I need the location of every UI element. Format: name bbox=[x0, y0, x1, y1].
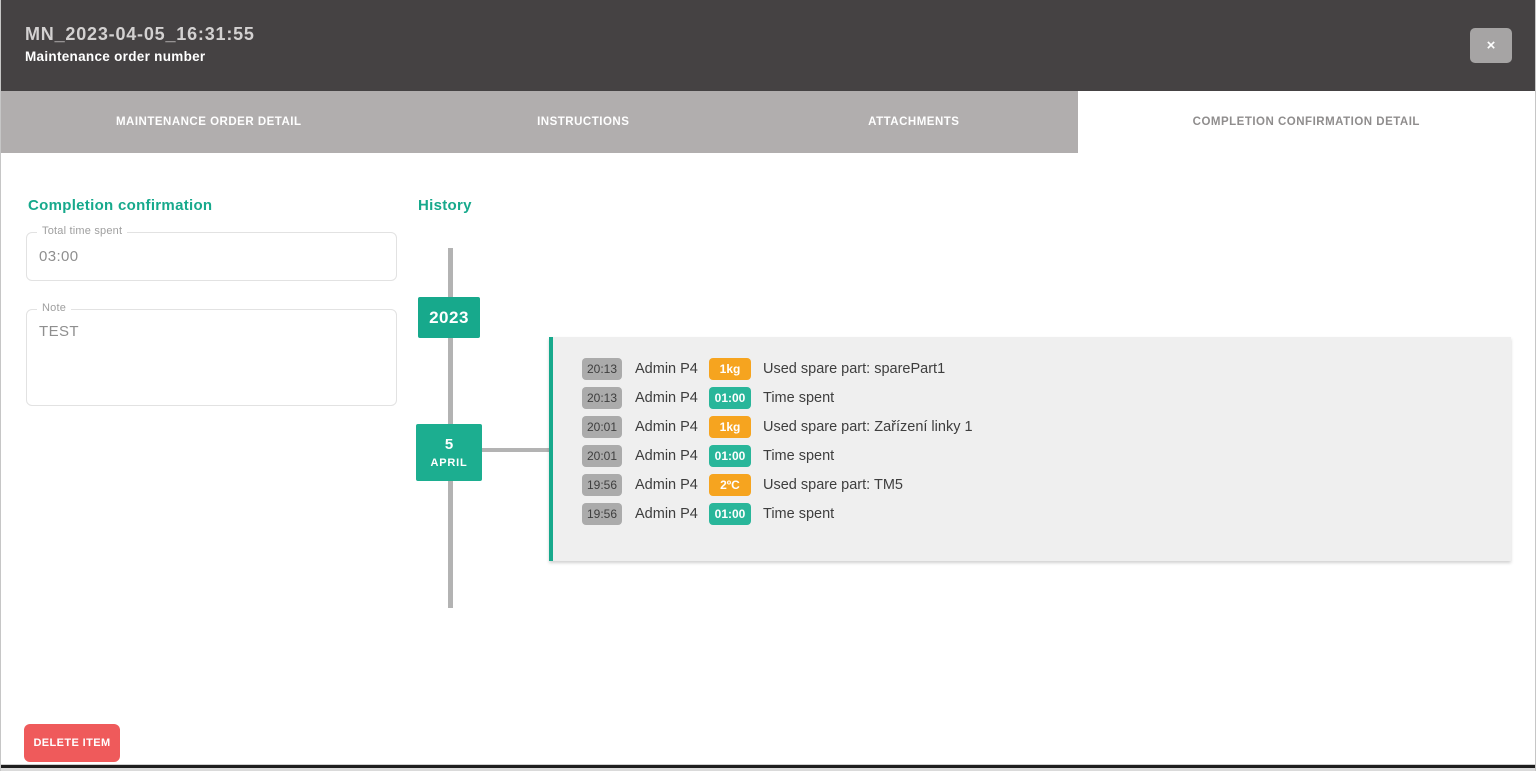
event-time-chip: 20:01 bbox=[582, 415, 622, 438]
delete-item-button[interactable]: DELETE ITEM bbox=[24, 724, 120, 762]
event-user: Admin P4 bbox=[635, 389, 698, 406]
tab-bar: MAINTENANCE ORDER DETAIL INSTRUCTIONS AT… bbox=[1, 91, 1535, 153]
event-description: Time spent bbox=[763, 447, 835, 464]
timeline-year-badge: 2023 bbox=[418, 297, 480, 338]
timeline-month: APRIL bbox=[430, 457, 468, 469]
total-time-spent-field[interactable]: Total time spent 03:00 bbox=[26, 225, 397, 281]
tab-attachments[interactable]: ATTACHMENTS bbox=[868, 116, 960, 128]
event-value-badge: 01:00 bbox=[709, 502, 751, 525]
note-value[interactable]: TEST bbox=[39, 323, 79, 340]
event-time-chip: 20:13 bbox=[582, 386, 622, 409]
event-user: Admin P4 bbox=[635, 476, 698, 493]
dialog-header: MN_2023-04-05_16:31:55 Maintenance order… bbox=[1, 0, 1535, 91]
close-icon: × bbox=[1486, 37, 1496, 54]
history-heading: History bbox=[418, 197, 472, 214]
event-value-badge: 01:00 bbox=[709, 386, 751, 409]
event-value-badge: 2ºC bbox=[709, 473, 751, 496]
timeline-connector-line bbox=[482, 448, 549, 452]
history-event-row: 19:56 Admin P4 2ºC Used spare part: TM5 bbox=[553, 470, 1511, 499]
timeline-day: 5 bbox=[444, 436, 454, 453]
event-user: Admin P4 bbox=[635, 447, 698, 464]
close-button[interactable]: × bbox=[1470, 28, 1512, 63]
event-time-chip: 19:56 bbox=[582, 473, 622, 496]
note-label: Note bbox=[37, 302, 72, 314]
history-event-row: 19:56 Admin P4 01:00 Time spent bbox=[553, 499, 1511, 528]
history-event-row: 20:13 Admin P4 1kg Used spare part: spar… bbox=[553, 354, 1511, 383]
event-description: Used spare part: sparePart1 bbox=[763, 360, 946, 377]
tab-instructions[interactable]: INSTRUCTIONS bbox=[537, 116, 630, 128]
event-description: Used spare part: TM5 bbox=[763, 476, 903, 493]
page-subtitle: Maintenance order number bbox=[25, 49, 206, 64]
tab-completion-confirmation-detail[interactable]: COMPLETION CONFIRMATION DETAIL bbox=[1077, 91, 1535, 153]
event-time-chip: 20:01 bbox=[582, 444, 622, 467]
completion-confirmation-heading: Completion confirmation bbox=[28, 197, 213, 214]
event-value-badge: 01:00 bbox=[709, 444, 751, 467]
page-title: MN_2023-04-05_16:31:55 bbox=[25, 24, 255, 44]
event-time-chip: 19:56 bbox=[582, 502, 622, 525]
history-event-card: 20:13 Admin P4 1kg Used spare part: spar… bbox=[549, 337, 1511, 561]
event-description: Time spent bbox=[763, 389, 835, 406]
total-time-spent-label: Total time spent bbox=[37, 225, 128, 237]
timeline-date-badge: 5 APRIL bbox=[416, 424, 482, 481]
tab-maintenance-order-detail[interactable]: MAINTENANCE ORDER DETAIL bbox=[115, 116, 302, 128]
note-field[interactable]: Note TEST bbox=[26, 302, 397, 406]
event-time-chip: 20:13 bbox=[582, 357, 622, 380]
total-time-spent-value[interactable]: 03:00 bbox=[39, 248, 79, 265]
event-value-badge: 1kg bbox=[709, 415, 751, 438]
event-description: Time spent bbox=[763, 505, 835, 522]
history-event-row: 20:13 Admin P4 01:00 Time spent bbox=[553, 383, 1511, 412]
history-event-row: 20:01 Admin P4 1kg Used spare part: Zaří… bbox=[553, 412, 1511, 441]
event-user: Admin P4 bbox=[635, 505, 698, 522]
event-value-badge: 1kg bbox=[709, 357, 751, 380]
history-event-row: 20:01 Admin P4 01:00 Time spent bbox=[553, 441, 1511, 470]
event-user: Admin P4 bbox=[635, 418, 698, 435]
event-description: Used spare part: Zařízení linky 1 bbox=[763, 418, 973, 435]
event-user: Admin P4 bbox=[635, 360, 698, 377]
window-bottom-border bbox=[1, 764, 1535, 771]
